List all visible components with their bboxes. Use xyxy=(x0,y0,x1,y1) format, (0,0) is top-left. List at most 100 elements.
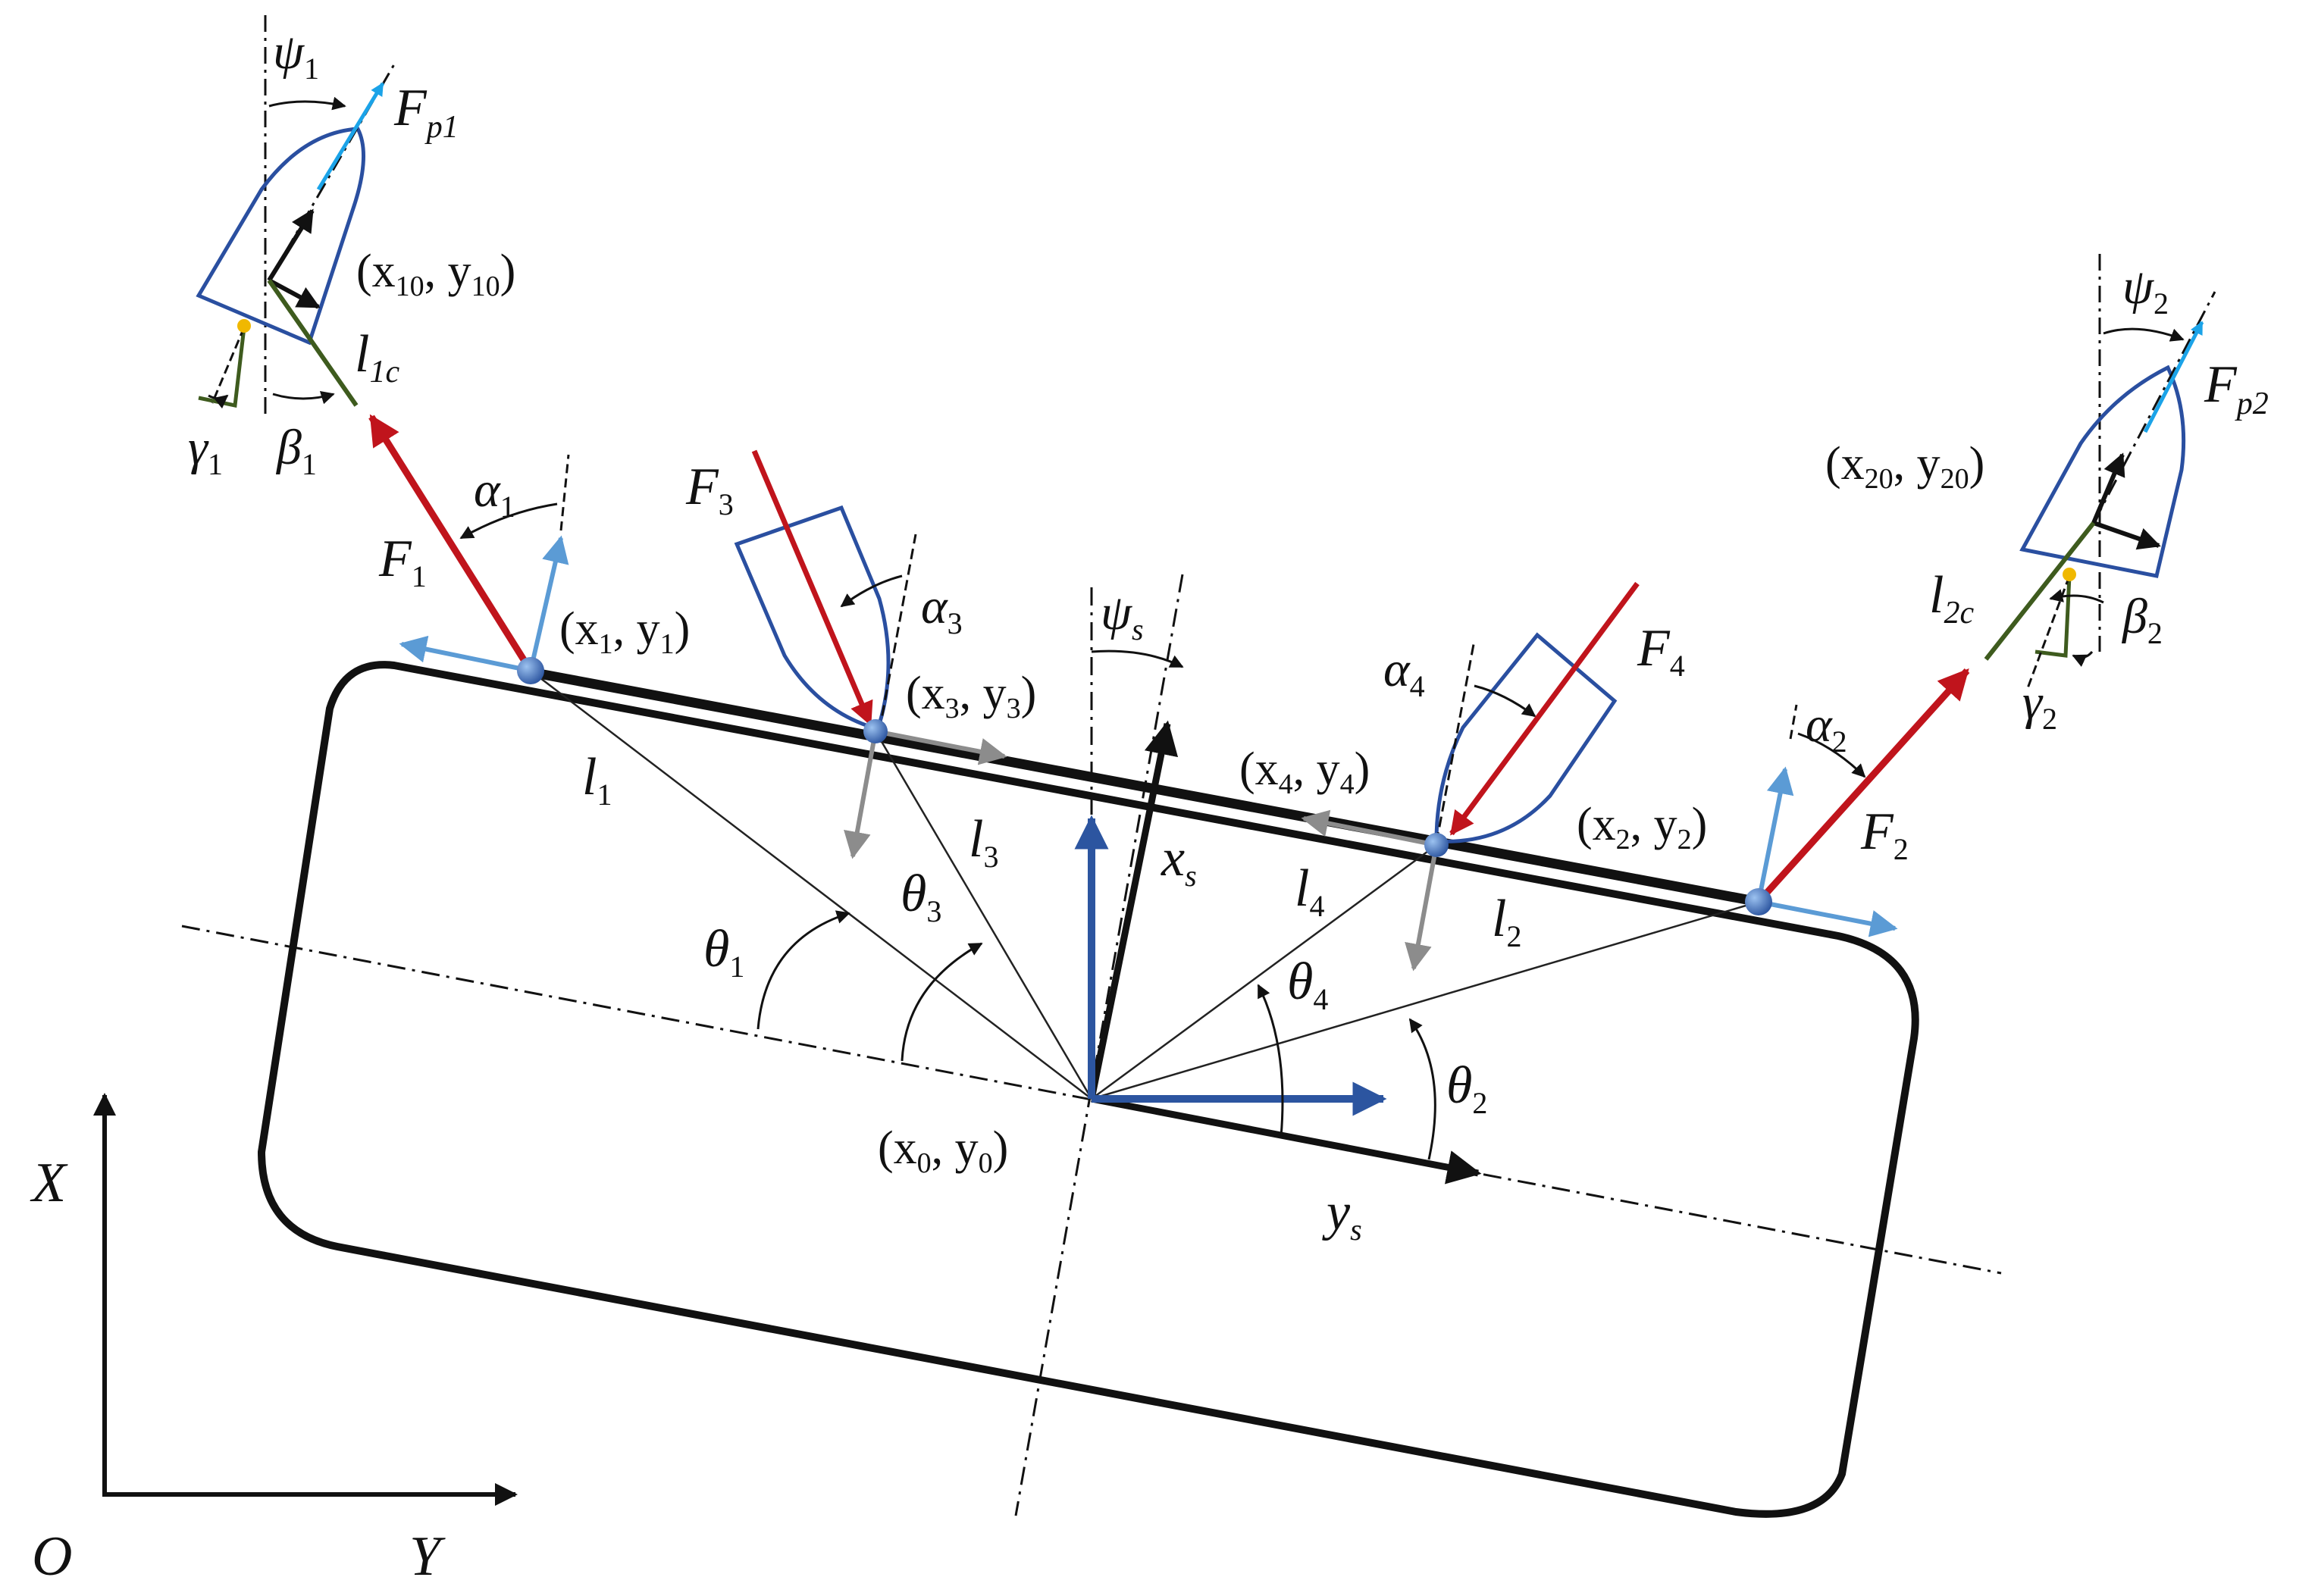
label-beta1: β1 xyxy=(275,420,317,481)
angle-arc-icon xyxy=(1797,732,1866,778)
tug1-towline xyxy=(267,279,359,407)
frame1-y xyxy=(399,635,531,673)
global-frame xyxy=(93,1093,518,1506)
joint-node-icon xyxy=(237,319,251,333)
tug-2 xyxy=(1984,254,2216,689)
label-l1: l1 xyxy=(582,748,612,812)
label-theta2: θ2 xyxy=(1446,1056,1487,1120)
label-f1: F1 xyxy=(378,530,427,593)
tug2-hull xyxy=(2019,365,2186,578)
joint-node-icon xyxy=(1745,888,1772,915)
label-x1y1: (x1, y1) xyxy=(559,603,690,660)
force-f2-arrow xyxy=(1756,668,1970,905)
angle-arc-icon xyxy=(2072,650,2094,668)
angle-arc-icon xyxy=(459,502,558,540)
hull-outline xyxy=(258,661,1919,1518)
label-f3: F3 xyxy=(685,458,734,521)
label-fp2: Fp2 xyxy=(2204,355,2269,421)
radial-arms xyxy=(530,670,1759,1100)
frame1-x xyxy=(528,535,569,671)
tug2-local-y xyxy=(2093,521,2161,550)
frame2-y xyxy=(1758,900,1898,937)
label-x20y20: (x20, y20) xyxy=(1825,438,1984,495)
label-axis-o: O xyxy=(32,1526,72,1588)
label-ys: ys xyxy=(1322,1183,1362,1247)
label-alpha2: α2 xyxy=(1806,697,1847,759)
label-alpha3: α3 xyxy=(921,579,963,640)
label-alpha4: α4 xyxy=(1383,642,1425,703)
centerlines xyxy=(181,574,2002,1516)
label-l2c: l2c xyxy=(1929,566,1974,631)
angle-arc-icon xyxy=(756,910,850,1030)
frame1-ref xyxy=(559,454,570,531)
tug2-towline xyxy=(1984,521,2096,661)
tug2-gamma-link xyxy=(2035,575,2072,658)
label-beta2: β2 xyxy=(2121,589,2163,650)
label-axis-x: X xyxy=(30,1152,68,1214)
label-x2y2: (x2, y2) xyxy=(1577,799,1707,856)
tug1-local-y xyxy=(268,278,321,309)
label-alpha1: α1 xyxy=(474,462,515,524)
arm-l2 xyxy=(1091,900,1759,1100)
label-theta4: θ4 xyxy=(1287,953,1328,1016)
tug2-gamma-dash xyxy=(2026,575,2071,689)
label-x4y4: (x4, y4) xyxy=(1239,743,1370,800)
label-x10y10: (x10, y10) xyxy=(356,246,515,302)
label-psis: ψs xyxy=(1101,585,1144,646)
label-l3: l3 xyxy=(969,810,998,874)
joint-node-icon xyxy=(517,657,544,684)
label-l1c: l1c xyxy=(355,325,399,390)
tug3-hull xyxy=(734,505,891,732)
angle-arc-icon xyxy=(208,394,229,409)
local-frames xyxy=(399,454,1898,972)
label-psi2: ψ2 xyxy=(2122,259,2169,321)
angle-arc-icon xyxy=(2103,327,2185,342)
angle-arc-icon xyxy=(1474,684,1536,718)
labels: ψ1 Fp1 (x10, y10) l1c γ1 β1 α1 F1 (x1, y… xyxy=(30,24,2269,1588)
body-axes xyxy=(1074,720,1482,1184)
arm-l4 xyxy=(1091,843,1437,1100)
angle-arc-icon xyxy=(268,96,346,111)
tug2-heading-line xyxy=(2092,291,2216,524)
frame3-y xyxy=(844,731,878,859)
force-f3-arrow xyxy=(751,449,873,726)
connection-nodes xyxy=(517,657,1772,915)
label-xs: xs xyxy=(1161,829,1197,893)
label-f2: F2 xyxy=(1860,803,1909,866)
angle-arc-icon xyxy=(1091,649,1184,668)
force-arrows xyxy=(368,414,1970,905)
label-gamma1: γ1 xyxy=(188,420,223,481)
frame2-ref xyxy=(1789,704,1798,740)
label-fp1: Fp1 xyxy=(393,79,459,145)
angle-arc-icon xyxy=(2049,589,2104,604)
angle-arc-icon xyxy=(1408,1018,1436,1160)
frame4-x xyxy=(1301,809,1437,847)
force-f4-arrow xyxy=(1449,581,1640,836)
tug1-fp1-arrow xyxy=(316,82,385,191)
label-axis-y: Y xyxy=(409,1526,446,1588)
label-l4: l4 xyxy=(1295,859,1324,923)
label-gamma2: γ2 xyxy=(2022,674,2057,736)
joint-node-icon xyxy=(1424,833,1449,857)
angle-arc-icon xyxy=(272,391,335,405)
ship-hull xyxy=(258,661,1919,1518)
joint-node-icon xyxy=(863,719,888,743)
tug3-heading-line xyxy=(878,534,917,732)
tug1-gamma-dash xyxy=(211,327,246,404)
label-psi1: ψ1 xyxy=(273,24,319,86)
frame3-x xyxy=(875,729,1007,765)
arm-l1 xyxy=(530,670,1092,1100)
longitudinal-centerline xyxy=(181,925,2002,1275)
label-l2: l2 xyxy=(1492,890,1521,953)
angle-arc-icon xyxy=(1257,984,1284,1138)
label-x0y0: (x0, y0) xyxy=(878,1122,1008,1179)
frame4-y xyxy=(1405,844,1439,972)
angle-arc-icon xyxy=(901,942,983,1062)
xs-axis-arrow xyxy=(1088,720,1179,1100)
tug1-gamma-link xyxy=(198,327,246,408)
label-theta3: θ3 xyxy=(901,865,941,928)
arm-l3 xyxy=(874,731,1093,1100)
tug2-fp2-arrow xyxy=(2143,321,2204,433)
angle-arc-icon xyxy=(840,574,903,608)
